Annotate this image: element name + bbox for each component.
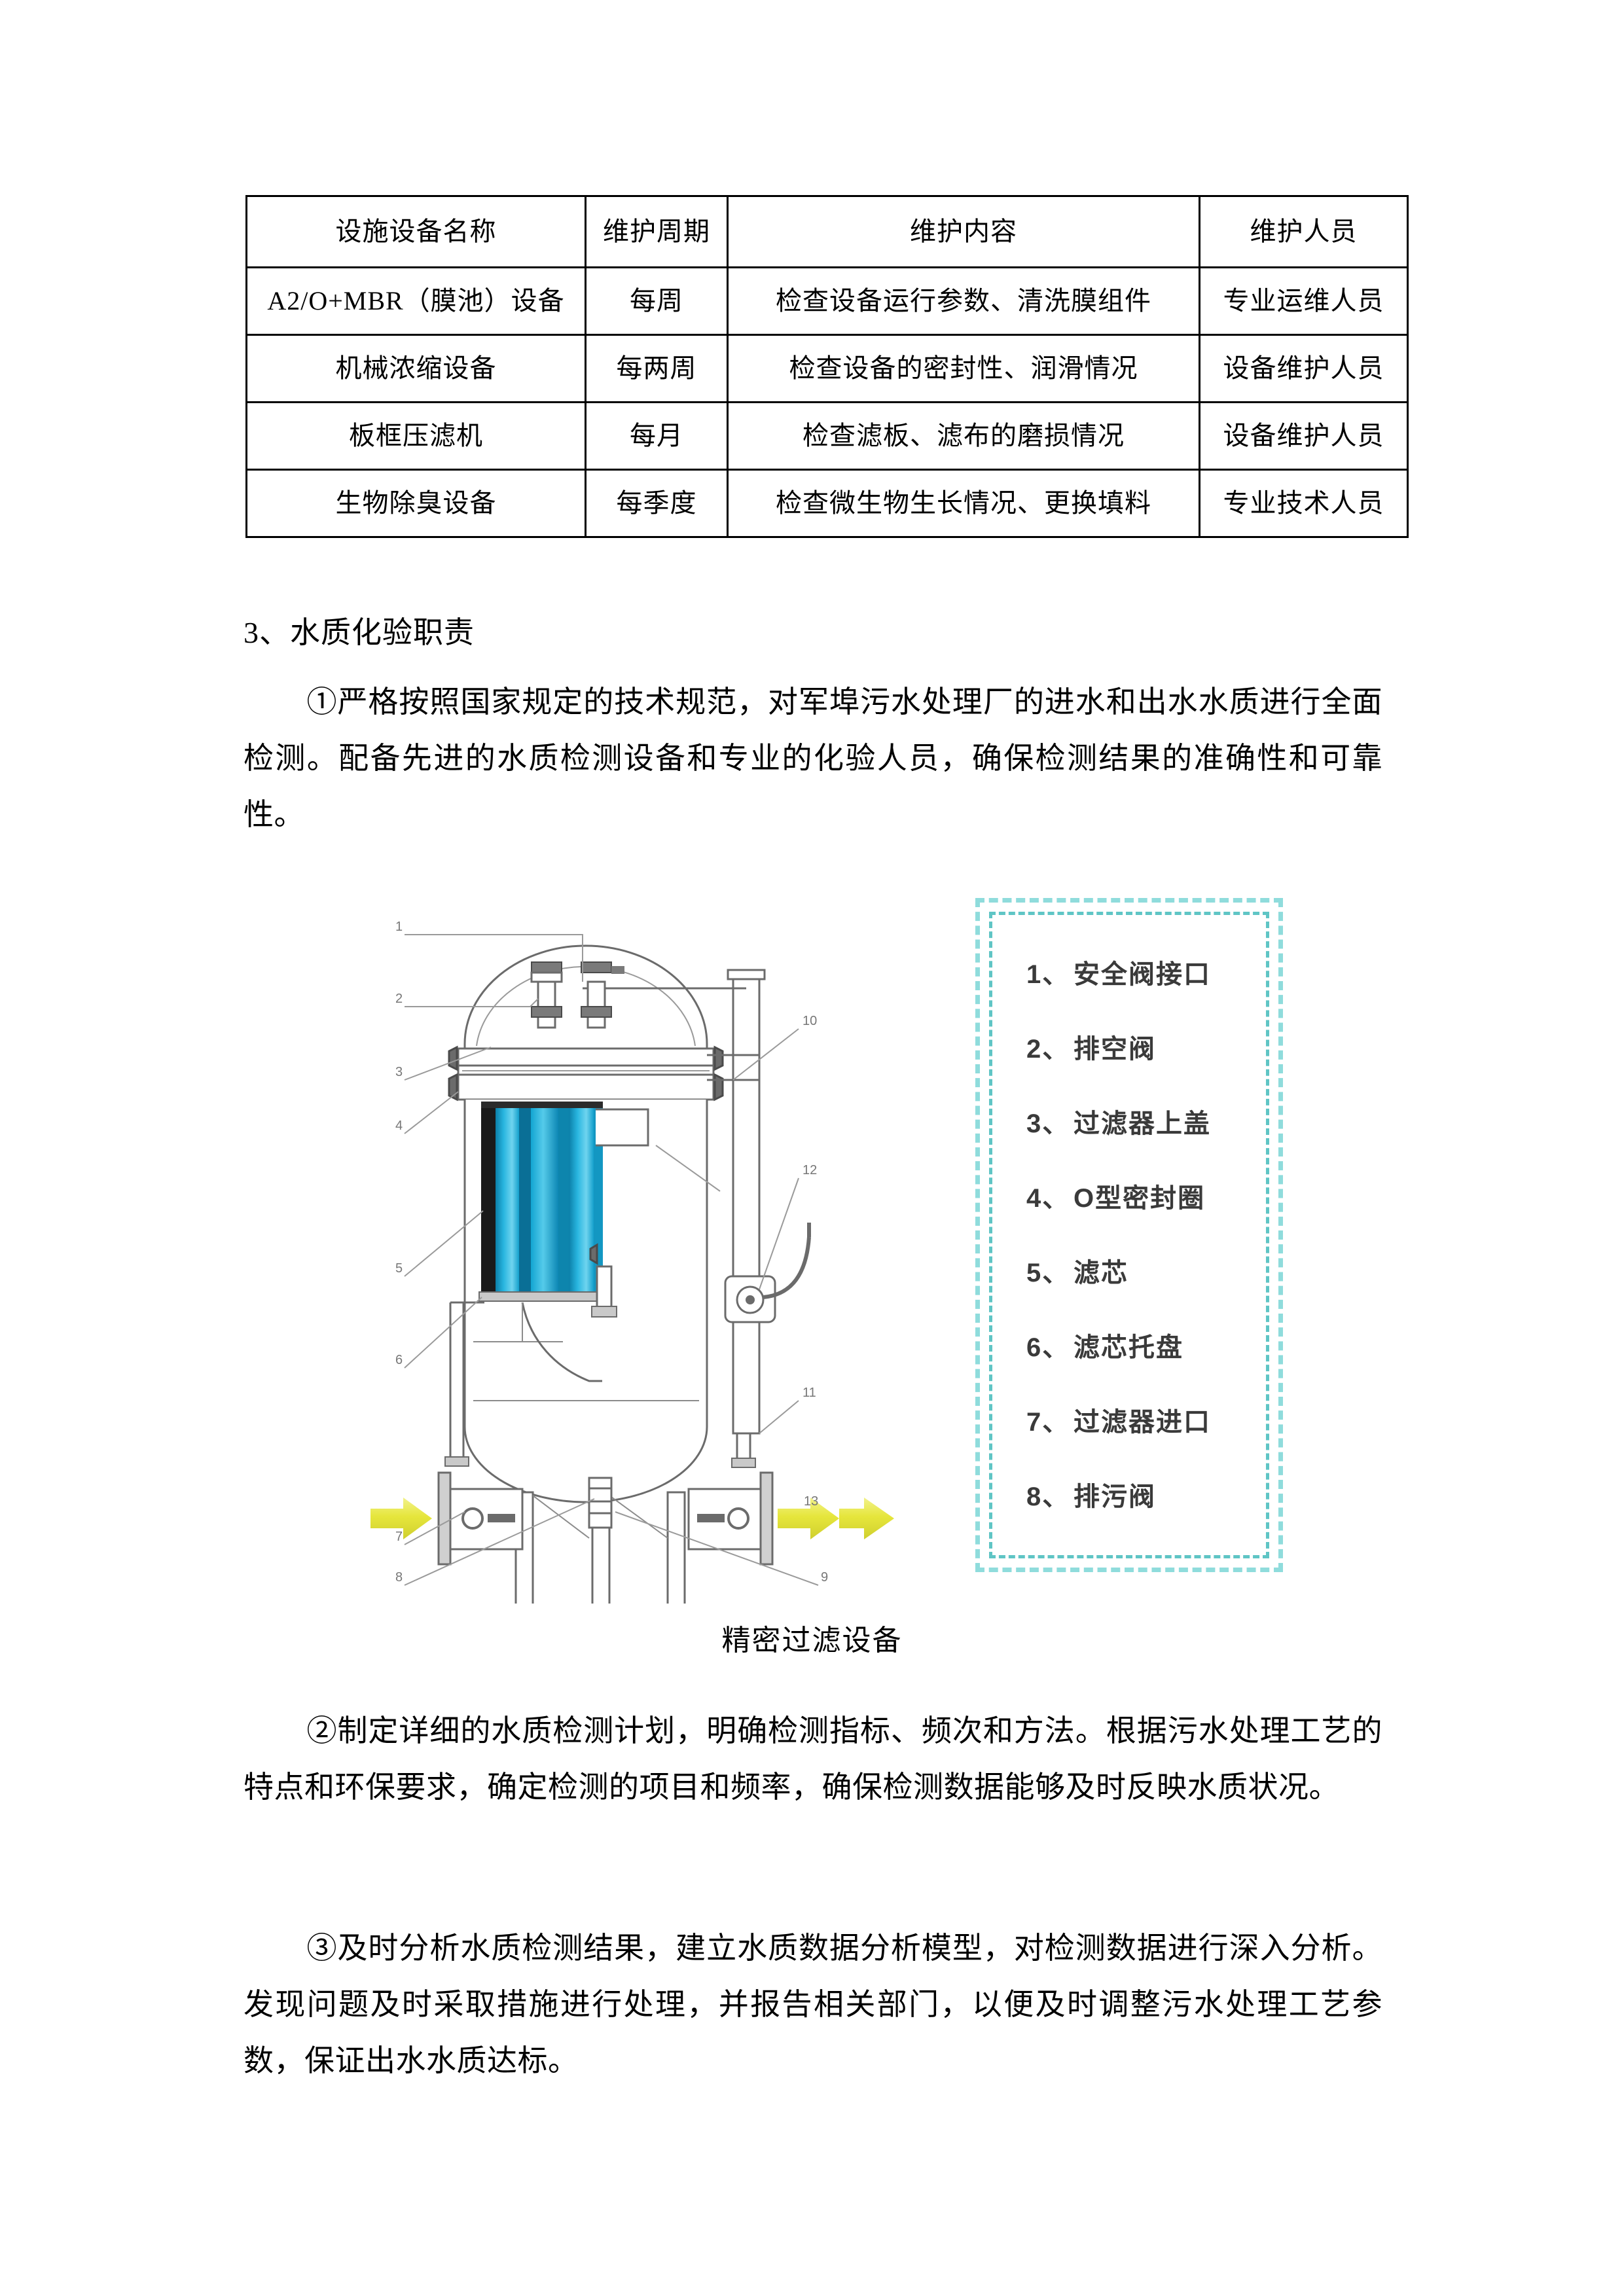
- cell-equipment-name: 生物除臭设备: [245, 469, 586, 538]
- precision-filter-figure: 1 2 3 4 5 6 7 8 9 10 11 12 13 1、安全阀接口: [367, 884, 1322, 1621]
- legend-item: 1、安全阀接口: [1026, 937, 1266, 1012]
- legend-number: 3、: [1026, 1109, 1070, 1138]
- table-row: A2/O+MBR（膜池）设备 每周 检查设备运行参数、清洗膜组件 专业运维人员: [245, 266, 1409, 336]
- column-header-maintenance-staff: 维护人员: [1199, 195, 1409, 268]
- svg-text:6: 6: [395, 1353, 403, 1367]
- paragraph-2: ②制定详细的水质检测计划，明确检测指标、频次和方法。根据污水处理工艺的特点和环保…: [244, 1703, 1382, 1816]
- svg-text:10: 10: [803, 1014, 817, 1028]
- legend-number: 4、: [1026, 1184, 1070, 1213]
- svg-text:2: 2: [395, 992, 403, 1006]
- maintenance-schedule-table: 设施设备名称 维护周期 维护内容 维护人员 A2/O+MBR（膜池）设备 每周 …: [245, 195, 1409, 538]
- figure-legend-inner: 1、安全阀接口 2、排空阀 3、过滤器上盖 4、O型密封圈 5、滤芯 6、滤芯托…: [989, 912, 1269, 1558]
- svg-text:9: 9: [821, 1570, 828, 1585]
- cell-maintenance-content: 检查滤板、滤布的磨损情况: [727, 401, 1200, 471]
- svg-text:3: 3: [395, 1065, 403, 1079]
- table-row: 板框压滤机 每月 检查滤板、滤布的磨损情况 设备维护人员: [245, 401, 1409, 471]
- callout-numbers: 1 2 3 4 5 6 7 8 9 10 11 12 13: [395, 920, 828, 1585]
- svg-text:8: 8: [395, 1570, 403, 1585]
- table-row: 生物除臭设备 每季度 检查微生物生长情况、更换填料 专业技术人员: [245, 469, 1409, 538]
- legend-label: 排空阀: [1074, 1035, 1156, 1064]
- paragraph-3-text: ③及时分析水质检测结果，建立水质数据分析模型，对检测数据进行深入分析。发现问题及…: [244, 1931, 1382, 2077]
- legend-label: 过滤器上盖: [1074, 1109, 1211, 1138]
- callout-leader-lines: [404, 934, 819, 1586]
- filter-vessel-diagram: 1 2 3 4 5 6 7 8 9 10 11 12 13: [370, 920, 894, 1621]
- cell-maintenance-staff: 设备维护人员: [1199, 334, 1409, 403]
- legend-label: 安全阀接口: [1074, 960, 1211, 989]
- legend-item: 7、过滤器进口: [1026, 1385, 1266, 1460]
- legend-item: 3、过滤器上盖: [1026, 1086, 1266, 1161]
- legend-label: 过滤器进口: [1074, 1408, 1211, 1437]
- legend-label: 滤芯: [1074, 1259, 1128, 1287]
- svg-text:13: 13: [804, 1494, 818, 1509]
- legend-item: 6、滤芯托盘: [1026, 1310, 1266, 1385]
- column-header-equipment-name: 设施设备名称: [245, 195, 586, 268]
- svg-text:5: 5: [395, 1261, 403, 1276]
- legend-number: 7、: [1026, 1408, 1070, 1437]
- column-header-maintenance-content: 维护内容: [727, 195, 1200, 268]
- paragraph-2-text: ②制定详细的水质检测计划，明确检测指标、频次和方法。根据污水处理工艺的特点和环保…: [244, 1714, 1382, 1804]
- legend-item: 2、排空阀: [1026, 1012, 1266, 1086]
- figure-legend-box: 1、安全阀接口 2、排空阀 3、过滤器上盖 4、O型密封圈 5、滤芯 6、滤芯托…: [975, 898, 1283, 1572]
- cell-maintenance-staff: 专业技术人员: [1199, 469, 1409, 538]
- svg-text:1: 1: [395, 920, 403, 934]
- table-row: 机械浓缩设备 每两周 检查设备的密封性、润滑情况 设备维护人员: [245, 334, 1409, 403]
- legend-number: 2、: [1026, 1035, 1070, 1064]
- svg-text:7: 7: [395, 1530, 403, 1544]
- paragraph-1-text: ①严格按照国家规定的技术规范，对军埠污水处理厂的进水和出水水质进行全面检测。配备…: [244, 685, 1382, 831]
- cell-maintenance-staff: 设备维护人员: [1199, 401, 1409, 471]
- cell-maintenance-content: 检查设备运行参数、清洗膜组件: [727, 266, 1200, 336]
- legend-number: 5、: [1026, 1259, 1070, 1287]
- column-header-maintenance-cycle: 维护周期: [585, 195, 729, 268]
- cell-equipment-name: A2/O+MBR（膜池）设备: [245, 266, 586, 336]
- legend-label: 滤芯托盘: [1074, 1333, 1183, 1362]
- cell-maintenance-cycle: 每周: [585, 266, 729, 336]
- cell-equipment-name: 机械浓缩设备: [245, 334, 586, 403]
- legend-number: 6、: [1026, 1333, 1070, 1362]
- cell-maintenance-cycle: 每季度: [585, 469, 729, 538]
- cell-maintenance-content: 检查微生物生长情况、更换填料: [727, 469, 1200, 538]
- table-header-row: 设施设备名称 维护周期 维护内容 维护人员: [245, 195, 1409, 268]
- legend-item: 4、O型密封圈: [1026, 1161, 1266, 1236]
- legend-number: 1、: [1026, 960, 1070, 989]
- legend-item: 8、排污阀: [1026, 1460, 1266, 1534]
- svg-text:11: 11: [803, 1386, 816, 1400]
- legend-number: 8、: [1026, 1482, 1070, 1511]
- svg-text:4: 4: [395, 1119, 403, 1133]
- outlet-flow-arrow: [778, 1498, 894, 1539]
- paragraph-3: ③及时分析水质检测结果，建立水质数据分析模型，对检测数据进行深入分析。发现问题及…: [244, 1920, 1382, 2089]
- inlet-flow-arrow: [370, 1498, 432, 1539]
- svg-text:12: 12: [803, 1163, 817, 1177]
- cell-maintenance-content: 检查设备的密封性、润滑情况: [727, 334, 1200, 403]
- cell-maintenance-cycle: 每月: [585, 401, 729, 471]
- cell-maintenance-cycle: 每两周: [585, 334, 729, 403]
- figure-caption: 精密过滤设备: [721, 1624, 903, 1657]
- paragraph-1: ①严格按照国家规定的技术规范，对军埠污水处理厂的进水和出水水质进行全面检测。配备…: [244, 674, 1382, 843]
- legend-label: 排污阀: [1074, 1482, 1156, 1511]
- cell-equipment-name: 板框压滤机: [245, 401, 586, 471]
- cell-maintenance-staff: 专业运维人员: [1199, 266, 1409, 336]
- legend-label: O型密封圈: [1074, 1184, 1206, 1213]
- legend-item: 5、滤芯: [1026, 1236, 1266, 1310]
- section-heading: 3、水质化验职责: [244, 616, 475, 649]
